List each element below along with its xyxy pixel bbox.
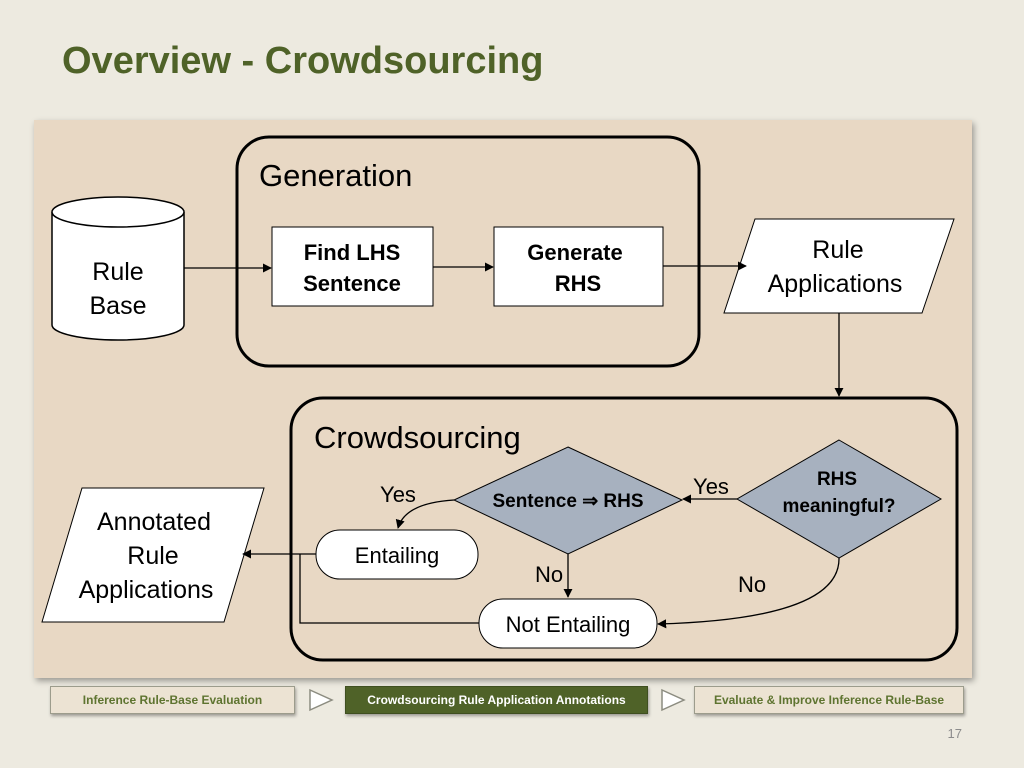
generation-label: Generation [259,158,412,193]
entailing-node: Entailing [315,529,479,580]
slide-title: Overview - Crowdsourcing [62,40,544,82]
page-number: 17 [947,726,962,741]
no-label-sentence: No [535,562,563,587]
no-label-rhs: No [738,572,766,597]
annotated-label-1: Annotated [97,508,211,536]
chevron-right-icon [661,688,686,712]
edge-sentence-entailing-yes [395,499,455,529]
sentence-entails-label: Sentence ⇒ RHS [492,491,643,512]
rule-base-label-1: Rule [92,258,143,286]
nav-step-crowdsourcing[interactable]: Crowdsourcing Rule Application Annotatio… [345,686,648,714]
not-entailing-node: Not Entailing [478,598,658,649]
rhs-meaningful-decision: RHS meaningful? [736,439,942,559]
rule-applications-label-1: Rule [812,236,863,264]
edge-rhs-notentailing-no [657,557,840,629]
rule-base-node: Rule Base [51,196,185,341]
rule-base-label-2: Base [90,292,147,320]
generation-group [235,135,701,368]
generate-rhs-label-1: Generate [527,240,622,265]
rhs-meaningful-label-2: meaningful? [783,496,896,517]
crowdsourcing-label: Crowdsourcing [314,420,521,455]
rule-applications-label-2: Applications [768,270,903,298]
chevron-right-icon [309,688,334,712]
yes-label-sentence: Yes [380,482,416,507]
edge-notentailing-merge [299,554,479,624]
entailing-label: Entailing [355,543,439,568]
sentence-entails-decision: Sentence ⇒ RHS [452,446,684,555]
crowdsourcing-group [289,396,959,662]
generate-rhs-node: Generate RHS [493,226,664,307]
annotated-rule-applications-node: Annotated Rule Applications [41,487,265,623]
nav-step-improve[interactable]: Evaluate & Improve Inference Rule-Base [694,686,964,714]
find-lhs-label-1: Find LHS [304,240,401,265]
find-lhs-label-2: Sentence [303,271,401,296]
rule-applications-node: Rule Applications [723,218,955,314]
not-entailing-label: Not Entailing [506,612,631,637]
generate-rhs-label-2: RHS [555,271,601,296]
annotated-label-3: Applications [79,576,214,604]
annotated-label-2: Rule [127,542,178,570]
rhs-meaningful-label-1: RHS [817,469,857,490]
yes-label-rhs: Yes [693,474,729,499]
find-lhs-node: Find LHS Sentence [271,226,434,307]
nav-step-evaluation[interactable]: Inference Rule-Base Evaluation [50,686,295,714]
